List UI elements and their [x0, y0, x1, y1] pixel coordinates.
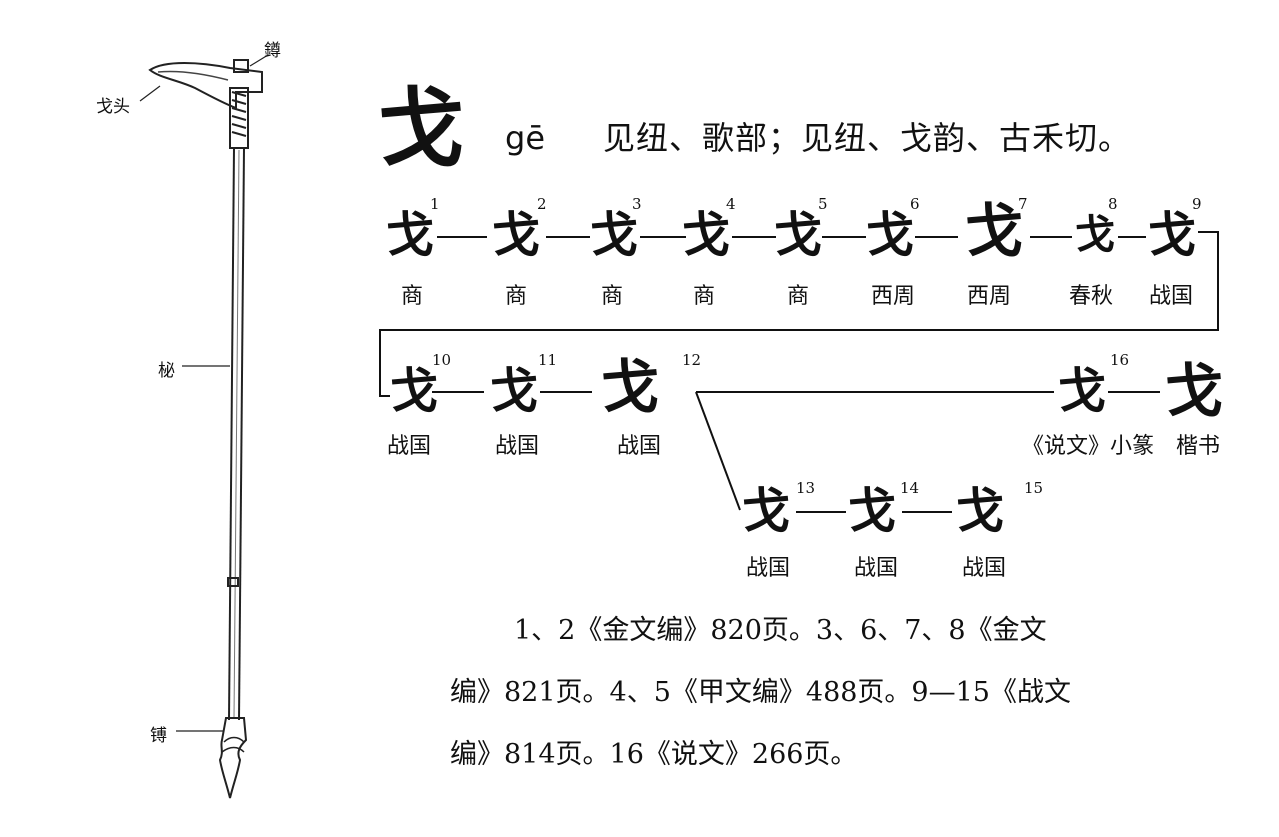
source-note-line-1: 1、2《金文编》820页。3、6、7、8《金文 [514, 615, 1047, 646]
form-era-14: 战国 [853, 556, 898, 581]
glyph-form-14: 戈 [848, 483, 897, 539]
form-number-10: 10 [432, 351, 452, 369]
form-number-11: 11 [538, 351, 558, 369]
form-era-13: 战国 [745, 556, 790, 581]
source-note-line-2: 编》821页。4、5《甲文编》488页。9—15《战文 [450, 677, 1071, 708]
ge-blade-shape [148, 62, 263, 110]
glyph-form-3: 戈 [590, 207, 639, 263]
glyph-form-16: 戈 [1058, 363, 1107, 419]
glyph-form-9: 戈 [1148, 207, 1197, 263]
glyph-form-6: 戈 [866, 207, 915, 263]
label-shaft: 柲 [158, 361, 175, 381]
form-number-3: 3 [632, 195, 642, 213]
glyph-form-12: 戈 [600, 353, 659, 421]
glyph-form-15: 戈 [956, 483, 1005, 539]
form-era-16: 《说文》小篆 [1022, 434, 1155, 459]
form-number-4: 4 [726, 195, 736, 213]
form-era-8: 春秋 [1068, 284, 1113, 309]
form-era-7: 西周 [966, 284, 1011, 309]
form-number-8: 8 [1108, 195, 1118, 213]
source-note-line-3: 编》814页。16《说文》266页。 [450, 739, 858, 770]
label-blade: 戈头 [96, 97, 130, 117]
glyph-form-13: 戈 [742, 483, 791, 539]
glyph-form-4: 戈 [682, 207, 731, 263]
form-era-3: 商 [600, 284, 623, 309]
glyph-form-11: 戈 [490, 363, 539, 419]
form-number-2: 2 [537, 195, 547, 213]
glyph-form-8: 戈 [1075, 211, 1115, 258]
form-era-11: 战国 [494, 434, 539, 459]
form-era-15: 战国 [961, 556, 1006, 581]
label-top-piece: 鐏 [264, 41, 281, 61]
glyph-form-5: 戈 [774, 207, 823, 263]
form-number-1: 1 [430, 195, 440, 213]
form-number-6: 6 [910, 195, 920, 213]
glyph-form-2: 戈 [492, 207, 541, 263]
form-era-6: 西周 [870, 284, 915, 309]
phonology-description: 见纽、歌部；见纽、戈韵、古禾切。 [603, 119, 1132, 157]
form-number-16: 16 [1110, 351, 1130, 369]
form-number-15: 15 [1024, 479, 1044, 497]
form-number-5: 5 [818, 195, 828, 213]
form-era-9: 战国 [1148, 284, 1193, 309]
headword-pinyin: gē [505, 119, 545, 157]
glyph-form-7: 戈 [964, 197, 1023, 265]
headword-character: 戈 [378, 78, 464, 179]
glyph-form-10: 戈 [390, 363, 439, 419]
glyph-final-kaishu: 戈 [1164, 357, 1223, 425]
form-era-kaishu: 楷书 [1175, 434, 1220, 459]
form-number-7: 7 [1018, 195, 1028, 213]
form-number-14: 14 [900, 479, 920, 497]
form-number-9: 9 [1192, 195, 1202, 213]
glyph-form-1: 戈 [386, 207, 435, 263]
form-era-4: 商 [692, 284, 715, 309]
form-era-10: 战国 [386, 434, 431, 459]
form-number-13: 13 [796, 479, 816, 497]
form-era-5: 商 [786, 284, 809, 309]
form-number-12: 12 [682, 351, 702, 369]
ge-weapon-illustration [139, 54, 269, 799]
form-era-12: 战国 [616, 434, 661, 459]
form-era-1: 商 [400, 284, 423, 309]
label-butt: 镈 [150, 726, 167, 746]
form-era-2: 商 [504, 284, 527, 309]
